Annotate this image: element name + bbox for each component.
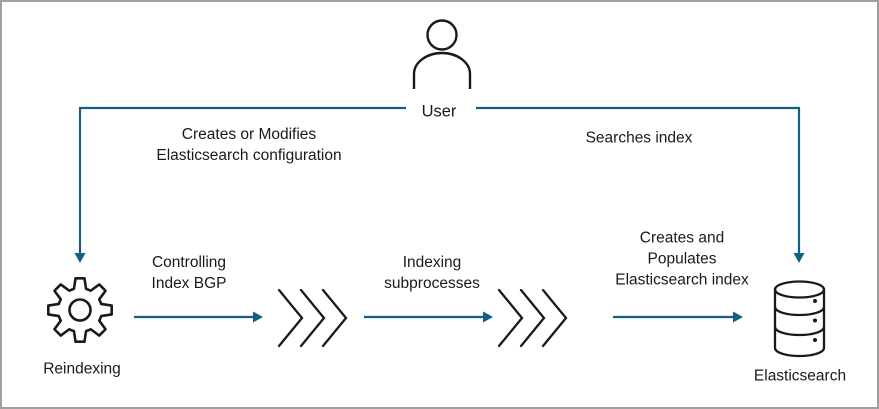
- gear-icon: [47, 277, 113, 343]
- elasticsearch-label: Elasticsearch: [753, 367, 847, 385]
- arrow-user-to-elasticsearch: [476, 106, 805, 263]
- database-icon: [773, 280, 826, 358]
- arrow-user-to-reindexing: [74, 106, 406, 263]
- edge-label-creates-populates-index: Creates and Populates Elasticsearch inde…: [615, 229, 749, 289]
- edge-label-creates-or-modifies: Creates or Modifies Elasticsearch config…: [156, 126, 342, 164]
- arrow-chevrons-to-chevrons: [364, 311, 493, 323]
- reindexing-label: Reindexing: [43, 360, 121, 378]
- arrow-reindexing-to-chevrons: [134, 311, 263, 323]
- user-label: User: [421, 102, 457, 121]
- fast-forward-chevrons-icon: [278, 289, 348, 348]
- edge-label-indexing-subprocesses: Indexing subprocesses: [384, 254, 480, 292]
- edge-label-controlling-index-bgp: Controlling Index BGP: [151, 254, 227, 292]
- edge-label-searches-index: Searches index: [585, 129, 693, 147]
- arrow-chevrons-to-elasticsearch: [613, 311, 743, 323]
- user-icon: [412, 19, 472, 89]
- fast-forward-chevrons-icon: [498, 289, 568, 348]
